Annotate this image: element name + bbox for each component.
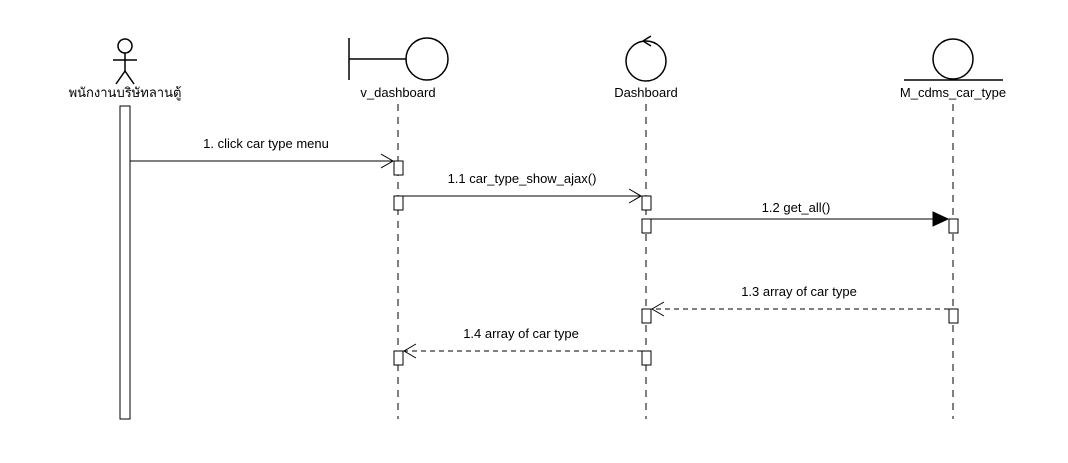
actor-activation (119, 105, 131, 420)
boundary-label: v_dashboard (360, 85, 435, 100)
control-label: Dashboard (614, 85, 678, 100)
entity-icon (904, 38, 1003, 81)
boundary-activation-1 (393, 160, 404, 176)
actor-head (117, 38, 133, 54)
actor-stick-figure (113, 38, 137, 85)
message-1-2-label: 1.2 get_all() (762, 200, 831, 215)
message-1-3-label: 1.3 array of car type (741, 284, 857, 299)
actor-left-leg (115, 70, 126, 85)
control-icon (625, 35, 667, 82)
control-activation-4 (641, 350, 652, 366)
control-activation-1 (641, 195, 652, 211)
message-1 (130, 153, 394, 169)
entity-activation-2 (948, 308, 959, 324)
message-1-3 (651, 301, 949, 317)
boundary-activation-3 (393, 350, 404, 366)
control-activation-2 (641, 218, 652, 234)
boundary-icon (348, 37, 449, 81)
message-1-1-label: 1.1 car_type_show_ajax() (448, 171, 597, 186)
message-1-4 (403, 343, 642, 359)
actor-label: พนักงานบริษัทลานตู้ (69, 85, 182, 101)
message-1-4-label: 1.4 array of car type (463, 326, 579, 341)
boundary-activation-2 (393, 195, 404, 211)
control-activation-3 (641, 308, 652, 324)
actor-right-leg (124, 70, 135, 85)
message-1-label: 1. click car type menu (203, 136, 329, 151)
message-1-1 (403, 188, 642, 204)
entity-activation-1 (948, 218, 959, 234)
message-1-2 (651, 211, 950, 227)
entity-label: M_cdms_car_type (900, 85, 1006, 100)
